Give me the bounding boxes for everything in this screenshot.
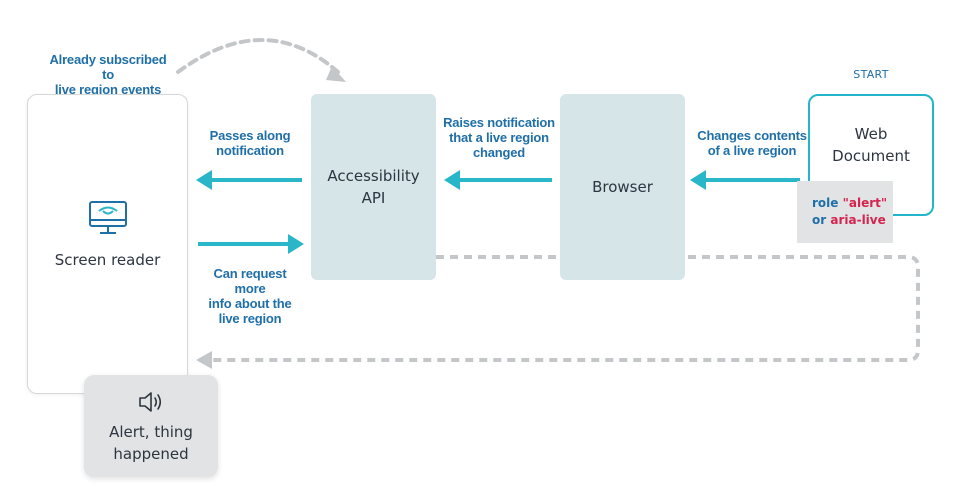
alert-output-label: Alert, thing happened xyxy=(109,423,193,463)
label-changes-contents: Changes contents of a live region xyxy=(697,128,807,158)
start-label: START xyxy=(853,68,889,81)
arrow-api-to-screen-reader xyxy=(196,170,302,190)
role-note: role "alert" or aria-live xyxy=(797,181,893,243)
speaker-icon xyxy=(139,392,162,412)
label-can-request: Can request more info about the live reg… xyxy=(208,266,292,326)
label-passes-along: Passes along notification xyxy=(209,128,291,158)
subscription-curve-arrow xyxy=(176,38,346,82)
aria-live-value: aria-live xyxy=(830,213,886,227)
monitor-eye-icon xyxy=(88,201,127,234)
screen-reader-label: Screen reader xyxy=(54,251,161,269)
label-already-subscribed: Already subscribed to live region events xyxy=(49,52,167,97)
alert-output-node: Alert, thing happened xyxy=(84,375,218,477)
screen-reader-node: Screen reader xyxy=(27,94,188,394)
arrow-document-to-browser xyxy=(690,170,800,190)
browser-node: Browser xyxy=(560,94,685,280)
accessibility-api-label: Accessibility API xyxy=(327,167,420,207)
dashed-return-arrow xyxy=(196,255,920,369)
label-raises-notification: Raises notification that a live region c… xyxy=(443,115,555,160)
accessibility-api-node: Accessibility API xyxy=(311,94,436,280)
arrow-screen-reader-to-api xyxy=(198,234,304,254)
web-document-label: Web Document xyxy=(832,125,910,165)
role-keyword: role xyxy=(812,196,839,210)
or-keyword: or xyxy=(812,213,827,227)
browser-label: Browser xyxy=(592,178,653,196)
arrow-browser-to-api xyxy=(444,170,552,190)
role-value: "alert" xyxy=(842,196,888,210)
